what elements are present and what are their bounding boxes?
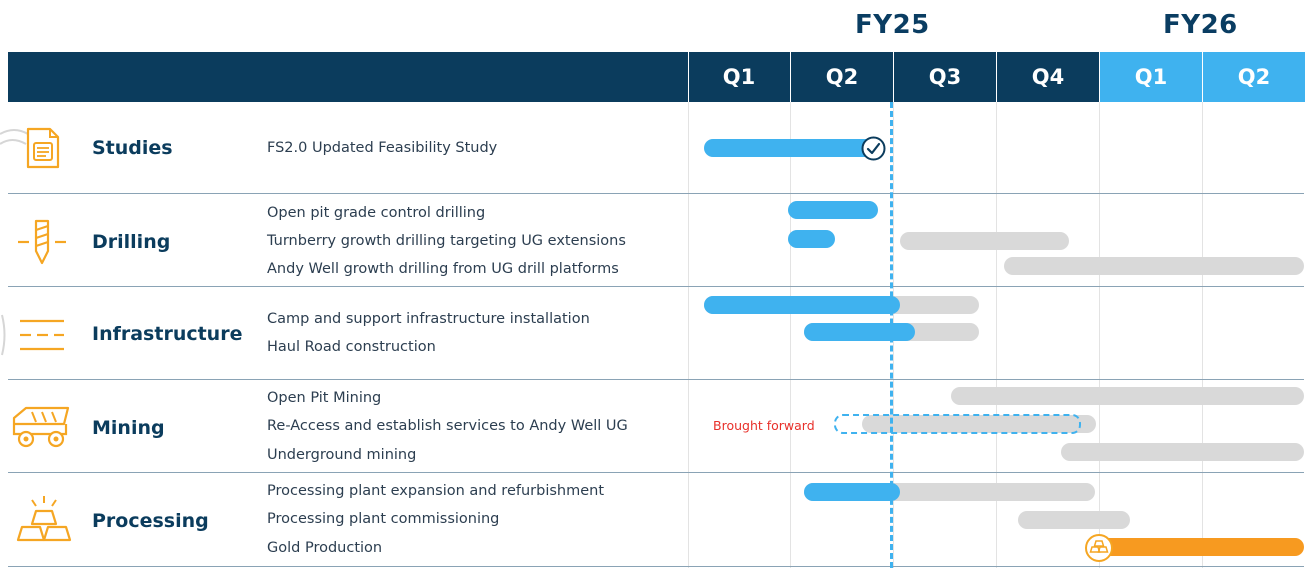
row-separator [8, 566, 1304, 567]
grid-line [790, 102, 791, 568]
haul-truck-icon [12, 406, 70, 448]
header-divider [1099, 52, 1100, 102]
quarter-fy25-q4: Q4 [1031, 65, 1065, 89]
grid-line [688, 102, 689, 568]
timeline-header [8, 52, 1304, 102]
task-bar-planned [1061, 443, 1304, 461]
header-divider [893, 52, 894, 102]
quarter-fy25-q2: Q2 [825, 65, 859, 89]
row-separator [8, 379, 1304, 380]
task-bar-planned [951, 387, 1304, 405]
task-bar-completed [788, 230, 835, 248]
drill-icon [18, 219, 66, 265]
task-label: Open pit grade control drilling [267, 205, 486, 221]
task-label: Processing plant expansion and refurbish… [267, 483, 605, 499]
task-label: Turnberry growth drilling targeting UG e… [267, 233, 626, 249]
task-label: Gold Production [267, 540, 383, 556]
task-bar-production [1098, 538, 1304, 556]
document-icon [0, 127, 60, 169]
task-bar-completed [704, 296, 900, 314]
row-separator [8, 472, 1304, 473]
task-bar-brought-forward [834, 414, 1081, 434]
task-label: Haul Road construction [267, 339, 436, 355]
grid-line [1099, 102, 1100, 568]
task-bar-completed [804, 323, 915, 341]
grid-line [1202, 102, 1203, 568]
task-label: Re-Access and establish services to Andy… [267, 418, 628, 434]
category-label-studies: Studies [92, 137, 173, 159]
task-bar-planned [1004, 257, 1304, 275]
row-separator [8, 193, 1304, 194]
road-icon [1, 314, 64, 356]
current-date-marker [890, 102, 893, 568]
category-label-mining: Mining [92, 417, 165, 439]
task-label: Underground mining [267, 447, 417, 463]
category-label-infrastructure: Infrastructure [92, 323, 243, 345]
row-separator [8, 286, 1304, 287]
header-divider [688, 52, 689, 102]
quarter-fy25-q3: Q3 [928, 65, 962, 89]
checkmark-icon [861, 136, 886, 161]
brought-forward-annotation: Brought forward [713, 418, 815, 433]
gold-bars-icon [16, 496, 72, 542]
task-bar-planned [1018, 511, 1130, 529]
task-label: Processing plant commissioning [267, 511, 500, 527]
task-label: Camp and support infrastructure installa… [267, 311, 590, 327]
task-bar-planned [862, 415, 1096, 433]
task-label: FS2.0 Updated Feasibility Study [267, 140, 498, 156]
fy25-label: FY25 [855, 10, 930, 40]
header-divider [790, 52, 791, 102]
task-bar-planned [900, 232, 1069, 250]
category-label-drilling: Drilling [92, 231, 171, 253]
header-divider [996, 52, 997, 102]
task-bar-completed [788, 201, 878, 219]
task-label: Open Pit Mining [267, 390, 382, 406]
category-label-processing: Processing [92, 510, 209, 532]
quarter-fy26-q1: Q1 [1100, 52, 1202, 102]
header-divider [1202, 52, 1203, 102]
task-label: Andy Well growth drilling from UG drill … [267, 261, 619, 277]
grid-line [996, 102, 997, 568]
gold-bars-marker-icon [1085, 534, 1113, 562]
quarter-fy25-q1: Q1 [722, 65, 756, 89]
fy26-label: FY26 [1163, 10, 1238, 40]
task-bar-completed [804, 483, 900, 501]
quarter-fy26-q2: Q2 [1203, 52, 1305, 102]
task-bar-completed [704, 139, 876, 157]
